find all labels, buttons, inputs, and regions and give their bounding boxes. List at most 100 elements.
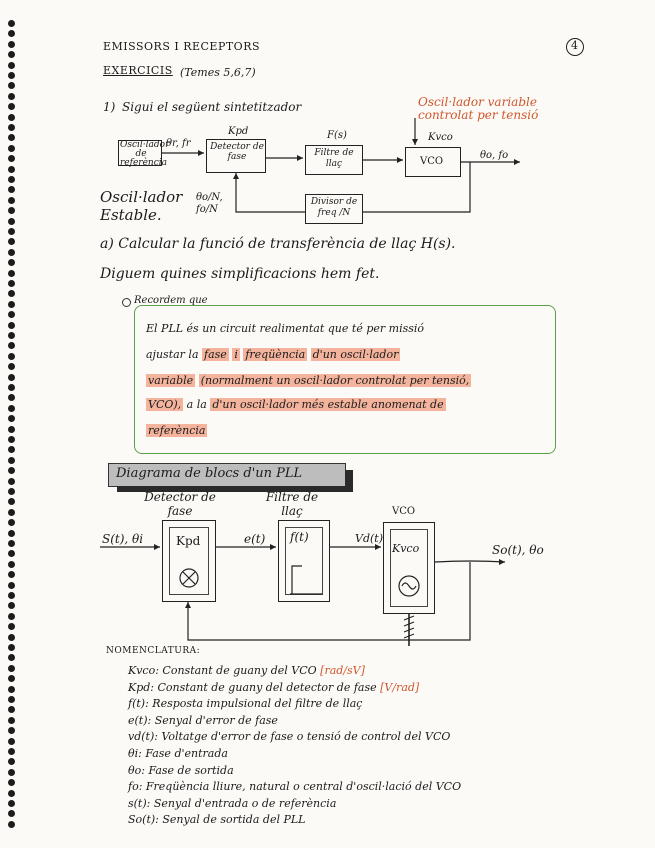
binding-hole [8, 789, 15, 797]
vco-label-2: VCO [392, 506, 416, 517]
diagram2-title: Diagrama de blocs d'un PLL [116, 466, 303, 481]
binding-hole [8, 207, 15, 215]
binding-hole [8, 384, 15, 391]
binding-hole [8, 456, 15, 464]
binding-hole [8, 165, 15, 173]
binding-hole [8, 540, 15, 547]
kpd-label-2: Kpd [176, 534, 201, 548]
vco-block [383, 522, 435, 614]
nomenclature-item: vd(t): Voltatge d'error de fase o tensió… [128, 730, 450, 743]
binding-hole [8, 144, 15, 152]
highlight-fase: fase [202, 348, 229, 361]
nomenclature-symbol: θo: [128, 763, 149, 777]
nomenclature-description: Constant de guany del VCO [162, 664, 317, 677]
binding-hole [8, 467, 15, 475]
nomenclature-symbol: Kpd: [128, 680, 158, 694]
binding-hole [8, 508, 15, 516]
binding-hole [8, 529, 15, 537]
binding-hole [8, 810, 15, 818]
binding-hole [8, 394, 15, 402]
highlight-i: i [232, 348, 240, 361]
topics: (Temes 5,6,7) [180, 66, 256, 79]
exercise-statement: Sigui el següent sintetitzador [122, 100, 302, 114]
highlight-normalment: (normalment un oscil·lador controlat per… [198, 374, 472, 387]
binding-hole [8, 217, 15, 225]
binding-hole [8, 612, 15, 620]
binding-hole [8, 560, 15, 568]
reminder-box [134, 305, 556, 454]
nomenclature-symbol: θi: [128, 747, 146, 760]
loop-filter-box-1 [305, 145, 363, 175]
binding-hole [8, 238, 15, 246]
question-a: a) Calcular la funció de transferència d… [100, 236, 456, 252]
input-label: S(t), θi [102, 532, 144, 546]
nomenclature-item: e(t): Senyal d'error de fase [128, 714, 278, 727]
reminder-bullet [122, 298, 131, 307]
binding-hole [8, 748, 15, 755]
kvco-label-1: Kvco [428, 132, 453, 143]
reminder-line-5: referència [146, 424, 208, 437]
sine-wave [401, 582, 417, 590]
binding-hole [8, 228, 15, 235]
et-label: e(t) [244, 532, 266, 546]
kvco-label-2: Kvco [392, 542, 420, 555]
nomenclature-item: So(t): Senyal de sortida del PLL [128, 813, 305, 826]
phase-detector-label-2: Detector de fase [144, 490, 216, 518]
nomenclature-description: Senyal d'error de fase [154, 713, 278, 727]
phase-detector-inner [169, 527, 209, 595]
reminder-text-4b: a la [186, 398, 207, 411]
binding-hole [8, 134, 15, 142]
binding-hole [8, 40, 15, 48]
binding-hole [8, 633, 15, 641]
nomenclature-symbol: s(t): [128, 796, 154, 810]
binding-hole [8, 519, 15, 527]
nomenclature-item: s(t): Senyal d'entrada o de referència [128, 797, 336, 810]
nomenclature-symbol: fo: [128, 780, 146, 794]
nomenclature-title: NOMENCLATURA: [106, 646, 201, 656]
ref-signal-label: θr, fr [166, 138, 191, 149]
ref-oscillator-box [118, 140, 162, 166]
binding-hole [8, 800, 15, 807]
feedback-to-divider [363, 162, 471, 213]
binding-hole [8, 404, 15, 412]
highlight-oscillador: d'un oscil·lador [310, 348, 401, 361]
binding-hole [8, 290, 15, 298]
binding-hole [8, 706, 15, 714]
binding-hole [8, 176, 15, 183]
page-number-circle [566, 38, 584, 56]
nomenclature-symbol: f(t): [128, 697, 153, 711]
binding-hole [8, 51, 15, 59]
binding-hole [8, 61, 15, 69]
binding-hole [8, 446, 15, 454]
nomenclature-symbol: vd(t): [128, 730, 162, 744]
binding-hole [8, 311, 15, 319]
nomenclature-item: f(t): Resposta impulsional del filtre de… [128, 697, 362, 710]
highlight-vco: VCO), [146, 398, 184, 411]
ft-label: f(t) [290, 530, 309, 544]
binding-hole [8, 768, 15, 776]
diagram2-title-bar [108, 463, 353, 492]
binding-hole [8, 685, 15, 693]
course-title: EMISSORS I RECEPTORS [103, 40, 261, 53]
vco-inner [390, 529, 428, 607]
nomenclature-symbol: So(t): [128, 813, 163, 827]
nomenclature-symbol: Kvco: [128, 664, 163, 677]
nomenclature-description: Senyal d'entrada o de referència [153, 796, 337, 810]
binding-hole [8, 280, 15, 287]
reminder-text-2a: ajustar la [146, 348, 199, 361]
reminder-label: Recordem que [134, 295, 208, 306]
ref-oscillator-label: Oscil·lador de referència [120, 140, 170, 168]
binding-hole [8, 321, 15, 329]
nomenclature-item: Kvco: Constant de guany del VCO [rad/sV] [128, 664, 365, 677]
divider-box [305, 194, 363, 224]
binding-hole [8, 103, 15, 111]
vco-note-line: Oscil·lador variable controlat per tensi… [418, 96, 548, 122]
binding-hole [8, 716, 15, 724]
spiral-binding [8, 20, 18, 830]
nomenclature-symbol: e(t): [128, 713, 155, 727]
binding-hole [8, 373, 15, 381]
nomenclature-description: Voltatge d'error de fase o tensió de con… [161, 730, 451, 744]
binding-hole [8, 259, 15, 267]
binding-hole [8, 498, 15, 506]
